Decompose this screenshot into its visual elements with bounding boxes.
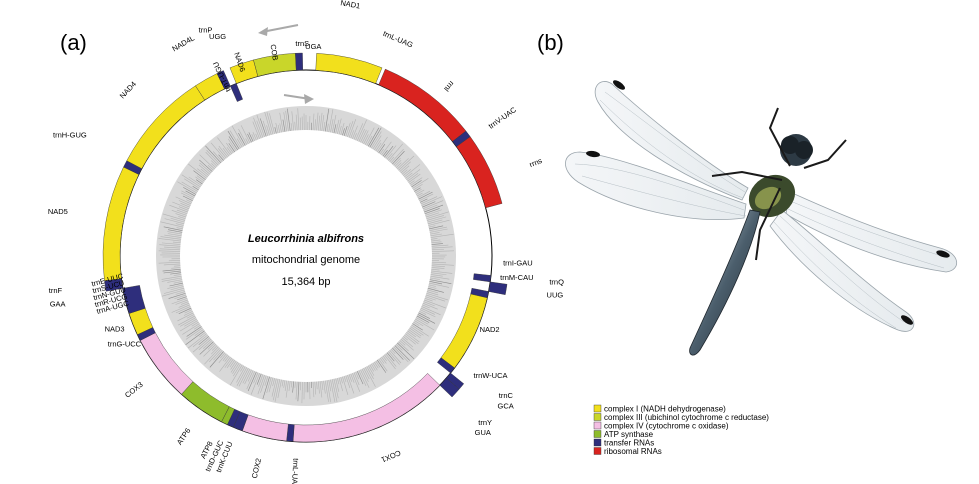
gene-label: NAD5 (48, 207, 68, 216)
gene-segment-trnW (437, 357, 455, 374)
gene-label: GUA (475, 428, 491, 437)
gene-label: GAA (50, 299, 66, 308)
genome-description: mitochondrial genome (252, 254, 360, 266)
right-hindwing (769, 209, 915, 332)
gene-label: trnQ (549, 277, 564, 286)
gene-label: NAD4L (171, 33, 196, 53)
gene-segment-trnI (473, 273, 492, 283)
gene-label: ATP6 (175, 426, 193, 446)
right-forewing (785, 191, 957, 273)
gene-label: COX1 (380, 448, 402, 464)
panel-a-label: (a) (60, 30, 87, 55)
gene-segment-nad1 (315, 53, 383, 84)
genome-species-name: Leucorrhinia albifrons (248, 233, 364, 245)
gene-label: COX2 (250, 457, 263, 479)
gene-segments (102, 52, 508, 443)
gene-label: trnS (295, 39, 309, 48)
gene-label: trnF (49, 286, 63, 295)
gene-label: trnL-UAA (290, 458, 301, 484)
gene-label: trnH-GUG (53, 131, 87, 140)
gene-segment-rrns (456, 136, 503, 209)
left-hindwing (565, 151, 747, 220)
gene-segment-nad5 (102, 166, 140, 281)
gene-label: NAD2 (480, 325, 500, 334)
gene-label: NAD3 (105, 324, 125, 333)
dragonfly-photo (565, 80, 957, 356)
pterostigma (586, 150, 600, 158)
gene-label: NAD4 (118, 80, 138, 101)
pterostigma (613, 80, 625, 90)
gene-segment-cox2 (242, 414, 289, 442)
legend-label: transfer RNAs (604, 439, 654, 448)
pterostigma (936, 250, 950, 258)
dragonfly-abdomen (689, 209, 761, 356)
gene-label: UUG (547, 290, 564, 299)
gc-content-ring (156, 106, 456, 406)
gene-segment-trnARNESE (122, 285, 146, 314)
gene-segment-rrnl (378, 68, 467, 142)
legend-label: complex III (ubichinol cytochrome c redu… (604, 413, 769, 422)
gene-label: trnY (478, 418, 492, 427)
gene-segment-atp6 (181, 381, 230, 422)
gene-label: GCA (498, 401, 514, 410)
figure-legend: complex I (NADH dehydrogenase)complex II… (593, 404, 769, 456)
gene-label: trnP (199, 25, 213, 34)
gene-label: trnW-UCA (473, 371, 507, 380)
gene-label: COB (269, 44, 280, 61)
gene-label: trnC (499, 391, 514, 400)
counterclockwise-arrow (258, 24, 299, 36)
gene-label: trnM-CAU (500, 273, 533, 282)
gene-segment-trnP (230, 83, 243, 102)
gene-label: trnV-UAC (487, 105, 519, 131)
gene-label: NAD1 (340, 0, 361, 11)
genome-length: 15,364 bp (282, 276, 331, 288)
legend-swatch-complex-IV (593, 421, 602, 430)
gene-label: UGA (305, 42, 321, 51)
gene-segment-trnS (295, 52, 303, 71)
mitogenome-map: NAD1 trnL-UAG rrnl trnV-UAC rrns trnI-GAU trnM… (48, 0, 564, 484)
legend-swatch-rrna (593, 447, 602, 455)
legend-swatch-complex-I (593, 404, 602, 413)
panel-b-label: (b) (537, 30, 564, 55)
legend-label: complex I (NADH dehydrogenase) (604, 405, 726, 414)
gene-label: COX3 (123, 380, 145, 400)
legend-swatch-atp (593, 430, 602, 438)
gene-label: trnG-UCC (108, 340, 142, 349)
legend-label: ATP synthase (604, 430, 654, 439)
gene-label: trnL-UAG (382, 29, 415, 50)
gene-label: UGG (209, 32, 226, 41)
clockwise-arrow (283, 94, 314, 104)
legend-label: ribosomal RNAs (604, 447, 662, 456)
gene-segment-nad4 (126, 85, 205, 169)
gene-segment-trnQ (488, 281, 508, 295)
left-forewing (594, 81, 749, 201)
gene-label: rrnl (442, 79, 456, 93)
legend-label: complex IV (cytochrome c oxidase) (604, 422, 729, 431)
pterostigma (901, 315, 913, 325)
legend-swatch-trna (593, 438, 602, 447)
gene-label: rrns (528, 156, 544, 169)
gene-label: trnI-GAU (503, 258, 533, 267)
legend-swatch-complex-III (593, 413, 602, 421)
